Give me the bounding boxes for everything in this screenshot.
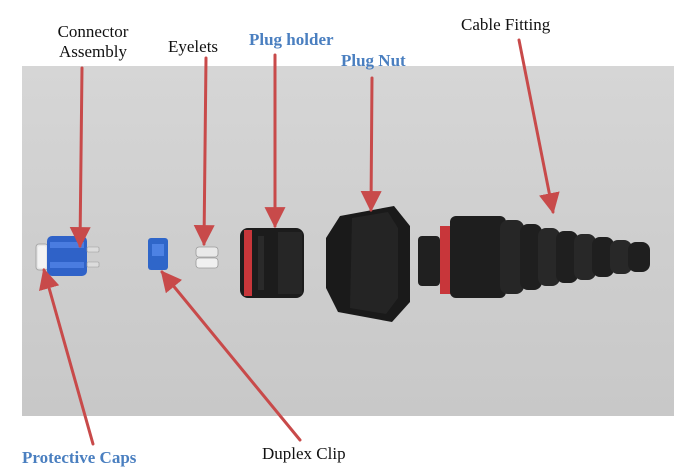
components-photo (22, 66, 674, 416)
connector-label-line2: Assembly (59, 42, 127, 61)
plug-nut-label: Plug Nut (341, 51, 406, 70)
arrow-cable-fitting (517, 38, 560, 215)
cable-fitting-part (418, 216, 650, 298)
eyelets-part (195, 246, 219, 269)
cable-fitting-label: Cable Fitting (461, 15, 551, 34)
plug-holder-label: Plug holder (249, 30, 334, 49)
plug-nut-part (326, 206, 410, 322)
components-drawing (35, 206, 650, 322)
duplex-clip-label: Duplex Clip (262, 444, 346, 463)
protective-caps-label: Protective Caps (22, 448, 137, 467)
arrow-plug-nut (360, 76, 382, 213)
connector-label-line1: Connector (57, 22, 129, 41)
arrow-protective-caps (39, 267, 95, 446)
arrow-connector-assembly (69, 66, 91, 249)
duplex-clip-part (148, 238, 168, 270)
plug-holder-part (240, 228, 304, 298)
eyelets-label: Eyelets (168, 37, 219, 56)
arrow-duplex-clip (160, 270, 302, 442)
connector-assembly-label: Connector Assembly (44, 22, 142, 62)
arrow-eyelets (193, 56, 215, 247)
